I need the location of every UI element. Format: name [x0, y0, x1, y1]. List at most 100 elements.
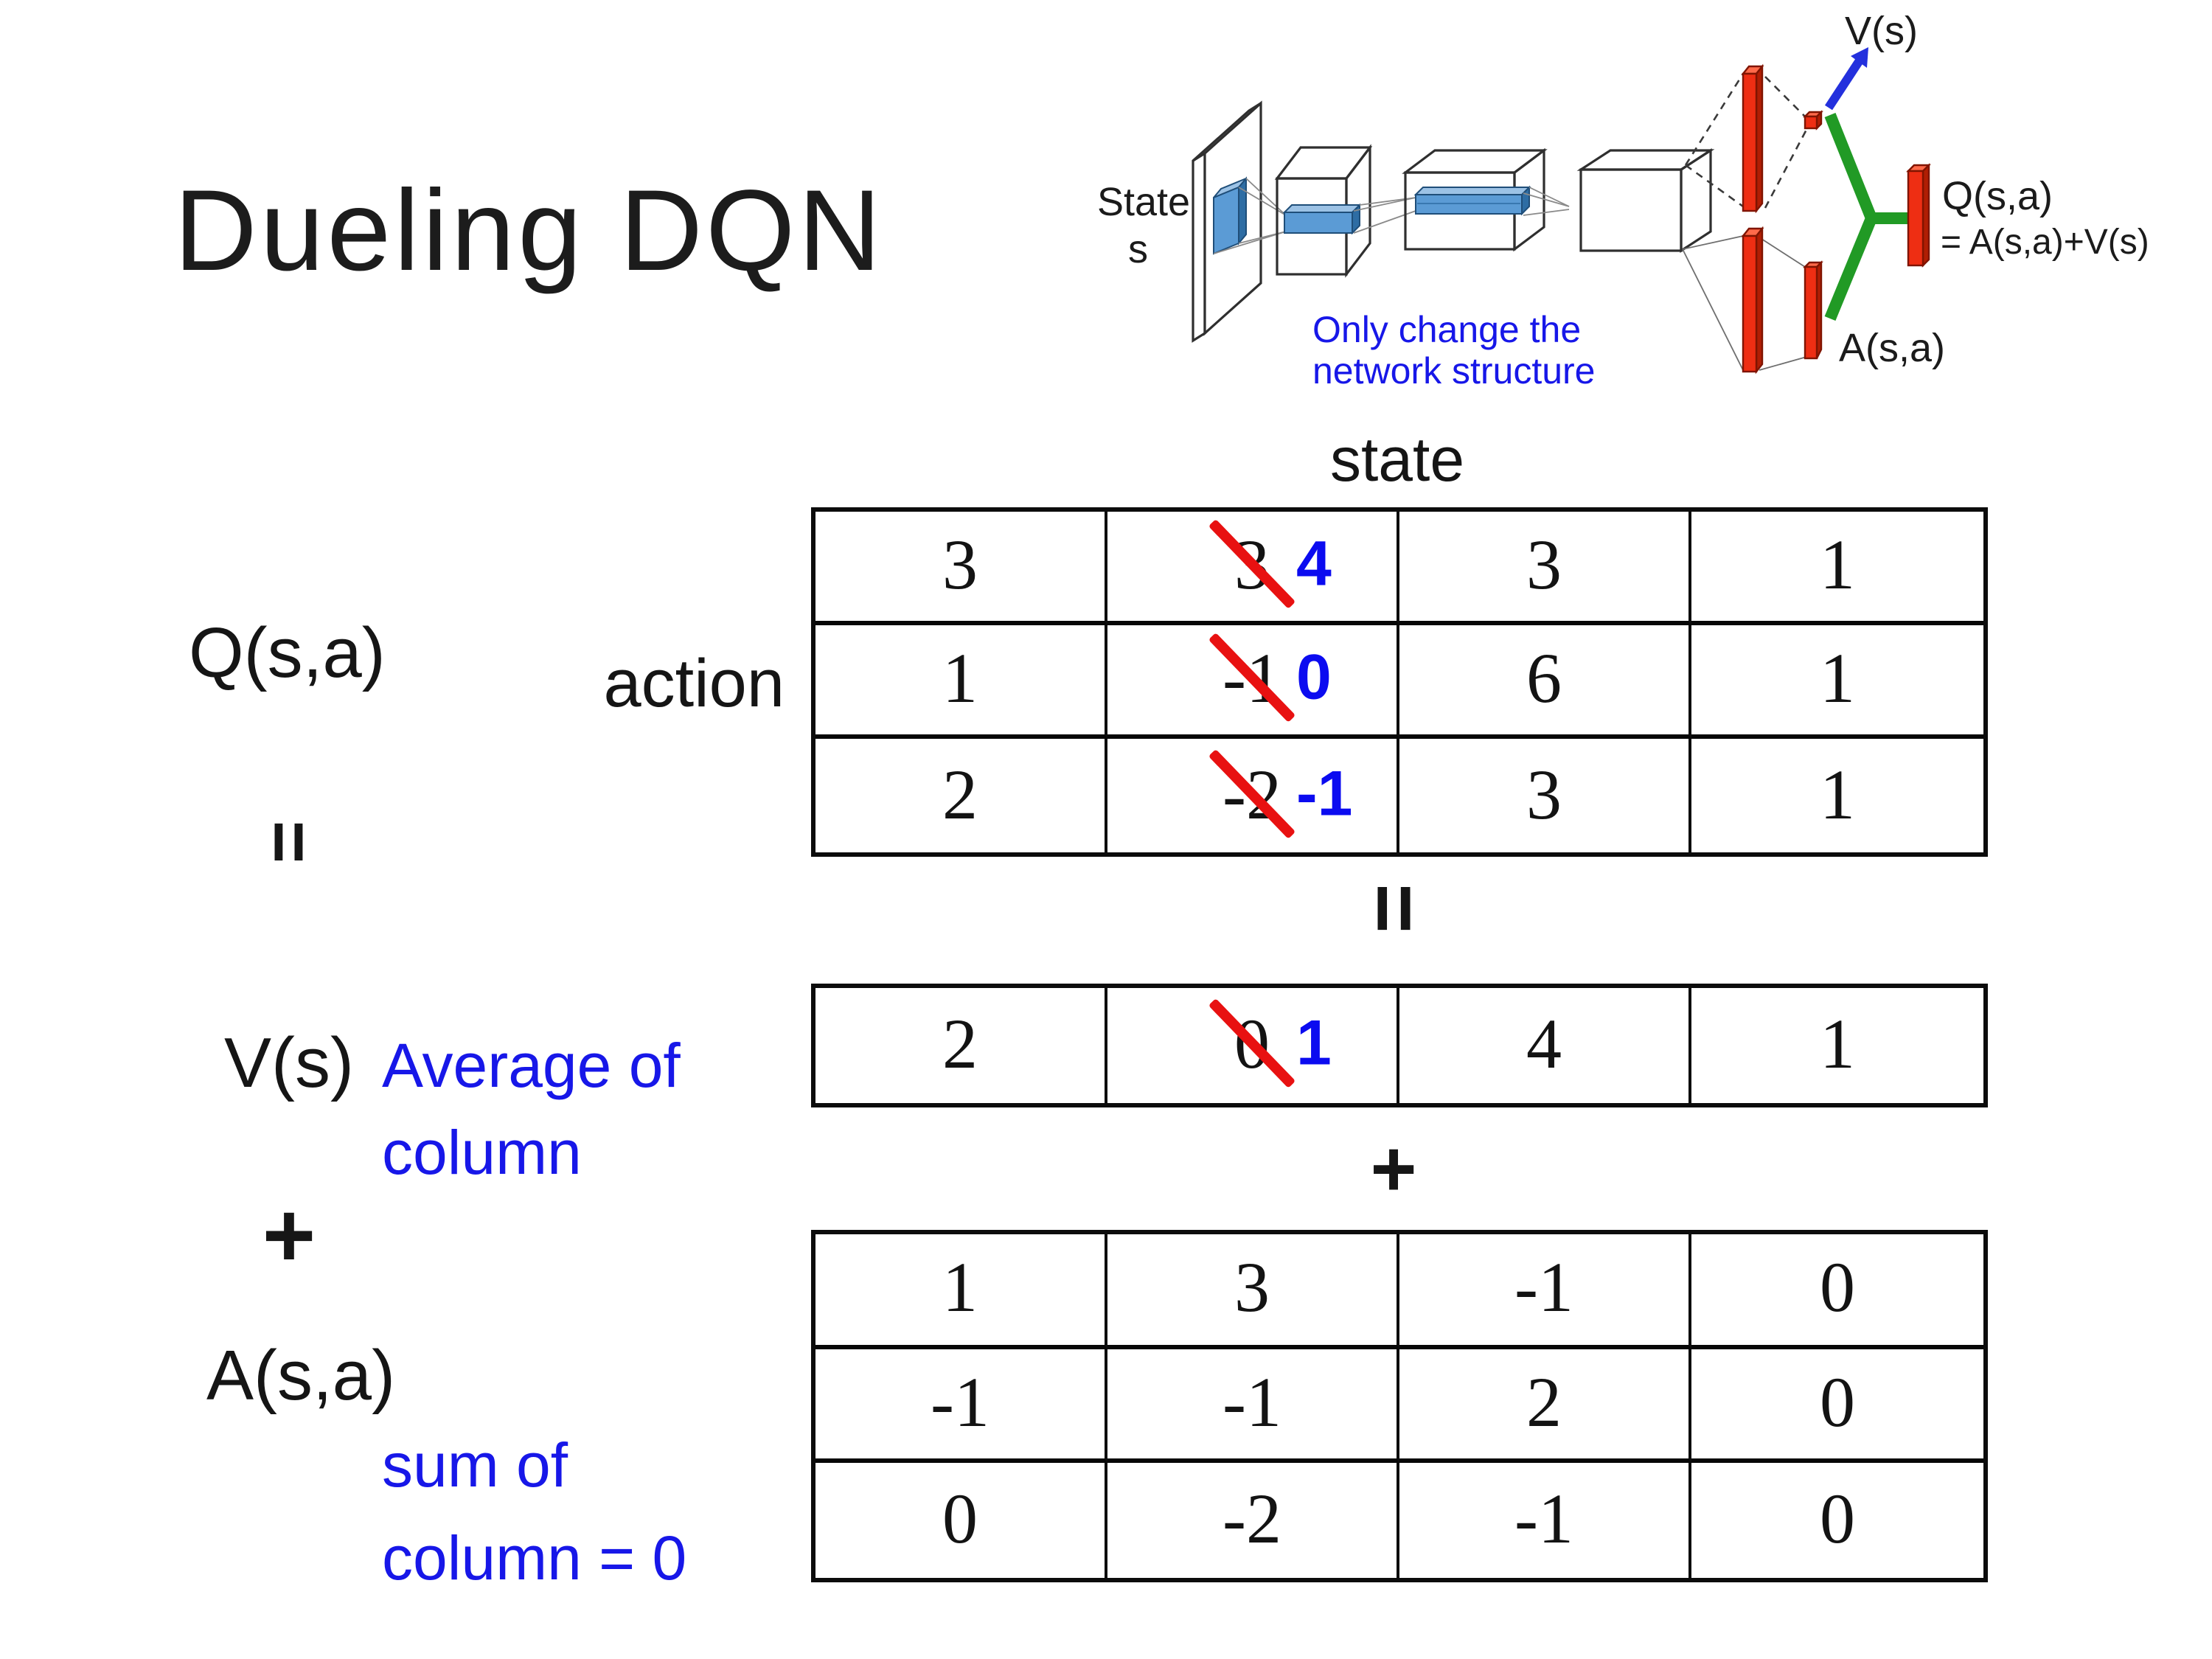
conv-feature-bar-2 — [1413, 185, 1531, 216]
cell-value: -1 — [1514, 1481, 1573, 1559]
diagram-v-label: V(s) — [1845, 9, 1918, 53]
a-cell-r2c2: -1 — [1399, 1463, 1691, 1578]
v-cell-c2: 4 — [1399, 988, 1691, 1103]
cell-value: 2 — [942, 1006, 978, 1084]
cell-new-value: 1 — [1296, 1008, 1332, 1079]
diagram-input-label-line1: State — [1097, 180, 1190, 224]
cell-value: 1 — [942, 1249, 978, 1328]
q-cell-r2c3: 1 — [1691, 739, 1983, 852]
network-structure-diagram: State s V(s) Q(s,a) = A(s,a)+V(s) A(s,a)… — [1097, 9, 2149, 392]
v-cell-c1: 0 1 — [1107, 988, 1399, 1103]
cell-value: 3 — [1234, 1249, 1270, 1328]
a-cell-r2c3: 0 — [1691, 1464, 1983, 1578]
cell-value: 1 — [942, 640, 978, 718]
a-branch-lines — [1682, 235, 1807, 371]
fc-bar-v-hidden — [1741, 63, 1764, 214]
v-cell-c3: 1 — [1691, 988, 1983, 1103]
a-cell-r2c1: -2 — [1107, 1463, 1399, 1578]
cell-old-value: 3 — [1234, 526, 1270, 605]
diagram-a-label: A(s,a) — [1839, 326, 1945, 370]
cell-value: 0 — [1820, 1481, 1855, 1559]
cell-old-value: 0 — [1234, 1006, 1270, 1084]
cell-value: 6 — [1526, 640, 1562, 718]
q-cell-r1c3: 1 — [1691, 625, 1983, 739]
merge-connector — [1824, 113, 1911, 321]
cell-value: 3 — [1526, 756, 1562, 834]
q-cell-r0c0: 3 — [815, 512, 1107, 625]
cell-value: 2 — [942, 756, 978, 834]
a-cell-r1c3: 0 — [1691, 1349, 1983, 1464]
cell-new-value: -1 — [1296, 758, 1353, 830]
cell-old-value: -2 — [1222, 756, 1281, 834]
diagram-note-line2: network structure — [1312, 350, 1595, 392]
fc-bar-a-hidden — [1741, 226, 1764, 375]
cell-value: -1 — [931, 1363, 990, 1442]
q-cell-r2c2: 3 — [1399, 739, 1691, 852]
cell-value: -2 — [1222, 1481, 1281, 1559]
a-cell-r0c0: 1 — [815, 1234, 1107, 1349]
v-note-line2: column — [382, 1117, 582, 1187]
action-axis-label: action — [603, 644, 785, 721]
q-cell-r1c1: -1 0 — [1107, 625, 1399, 739]
v-output-arrow — [1824, 47, 1868, 111]
cell-new-value: 0 — [1296, 642, 1332, 714]
cell-old-value: -1 — [1222, 640, 1281, 718]
a-cell-r1c1: -1 — [1107, 1349, 1399, 1464]
q-cell-r0c3: 1 — [1691, 512, 1983, 625]
cell-value: 0 — [1820, 1363, 1855, 1442]
q-cell-r1c0: 1 — [815, 625, 1107, 739]
conv-cube-3 — [1576, 148, 1715, 253]
state-axis-label: state — [1329, 425, 1465, 494]
q-cell-r2c1: -2 -1 — [1107, 739, 1399, 852]
equals-symbol-left: = — [248, 820, 330, 864]
q-cell-r0c1: 3 4 — [1107, 512, 1399, 625]
a-cell-r0c1: 3 — [1107, 1234, 1399, 1349]
a-cell-r0c3: 0 — [1691, 1234, 1983, 1349]
diagram-q-label-line2: = A(s,a)+V(s) — [1941, 223, 2149, 262]
a-cell-r0c2: -1 — [1399, 1234, 1691, 1349]
fc-bar-q-output — [1906, 163, 1931, 268]
cell-value: 4 — [1526, 1006, 1562, 1084]
slide-title: Dueling DQN — [174, 165, 885, 295]
q-cell-r0c2: 3 — [1399, 512, 1691, 625]
diagram-input-label-line2: s — [1128, 227, 1148, 271]
a-cell-r1c0: -1 — [815, 1349, 1107, 1464]
v-note: Average of column — [382, 1023, 681, 1197]
cell-value: 1 — [1820, 1006, 1855, 1084]
a-note-line2: column = 0 — [382, 1523, 687, 1593]
v-vector-table: 2 0 1 4 1 — [811, 984, 1988, 1107]
cell-value: -1 — [1222, 1363, 1281, 1442]
a-cell-r1c2: 2 — [1399, 1349, 1691, 1464]
cell-value: 1 — [1820, 526, 1855, 605]
a-matrix-table: 1 3 -1 0 -1 -1 2 0 0 -2 -1 0 — [811, 1230, 1988, 1582]
cell-value: 1 — [1820, 756, 1855, 834]
a-note: sum of column = 0 — [382, 1419, 686, 1604]
v-vector-label: V(s) — [224, 1025, 354, 1103]
diagram-note-line1: Only change the — [1312, 309, 1581, 350]
diagram-q-label-line1: Q(s,a) — [1942, 174, 2053, 218]
plus-symbol-left: + — [262, 1186, 316, 1287]
cell-value: 0 — [1820, 1249, 1855, 1328]
q-cell-r1c2: 6 — [1399, 625, 1691, 739]
fc-bar-a-output — [1803, 260, 1823, 360]
cell-value: 3 — [1526, 526, 1562, 605]
cell-value: -1 — [1514, 1249, 1573, 1328]
a-note-line1: sum of — [382, 1430, 568, 1500]
q-matrix-label: Q(s,a) — [189, 615, 386, 693]
conv-feature-wedge — [1213, 176, 1247, 255]
cell-value: 3 — [942, 526, 978, 605]
v-node-box — [1803, 110, 1823, 131]
cell-value: 1 — [1820, 640, 1855, 718]
equals-symbol-center: = — [1346, 883, 1442, 933]
a-cell-r2c0: 0 — [815, 1463, 1107, 1578]
a-matrix-label: A(s,a) — [206, 1338, 396, 1416]
q-cell-r2c0: 2 — [815, 739, 1107, 852]
plus-symbol-center: + — [1370, 1125, 1417, 1214]
input-frame-sheet — [1192, 100, 1262, 343]
conv-feature-bar-1 — [1282, 203, 1362, 235]
v-cell-c0: 2 — [815, 988, 1107, 1103]
cell-new-value: 4 — [1296, 529, 1332, 600]
cell-value: 0 — [942, 1481, 978, 1559]
v-branch-dashed-lines — [1684, 73, 1809, 209]
